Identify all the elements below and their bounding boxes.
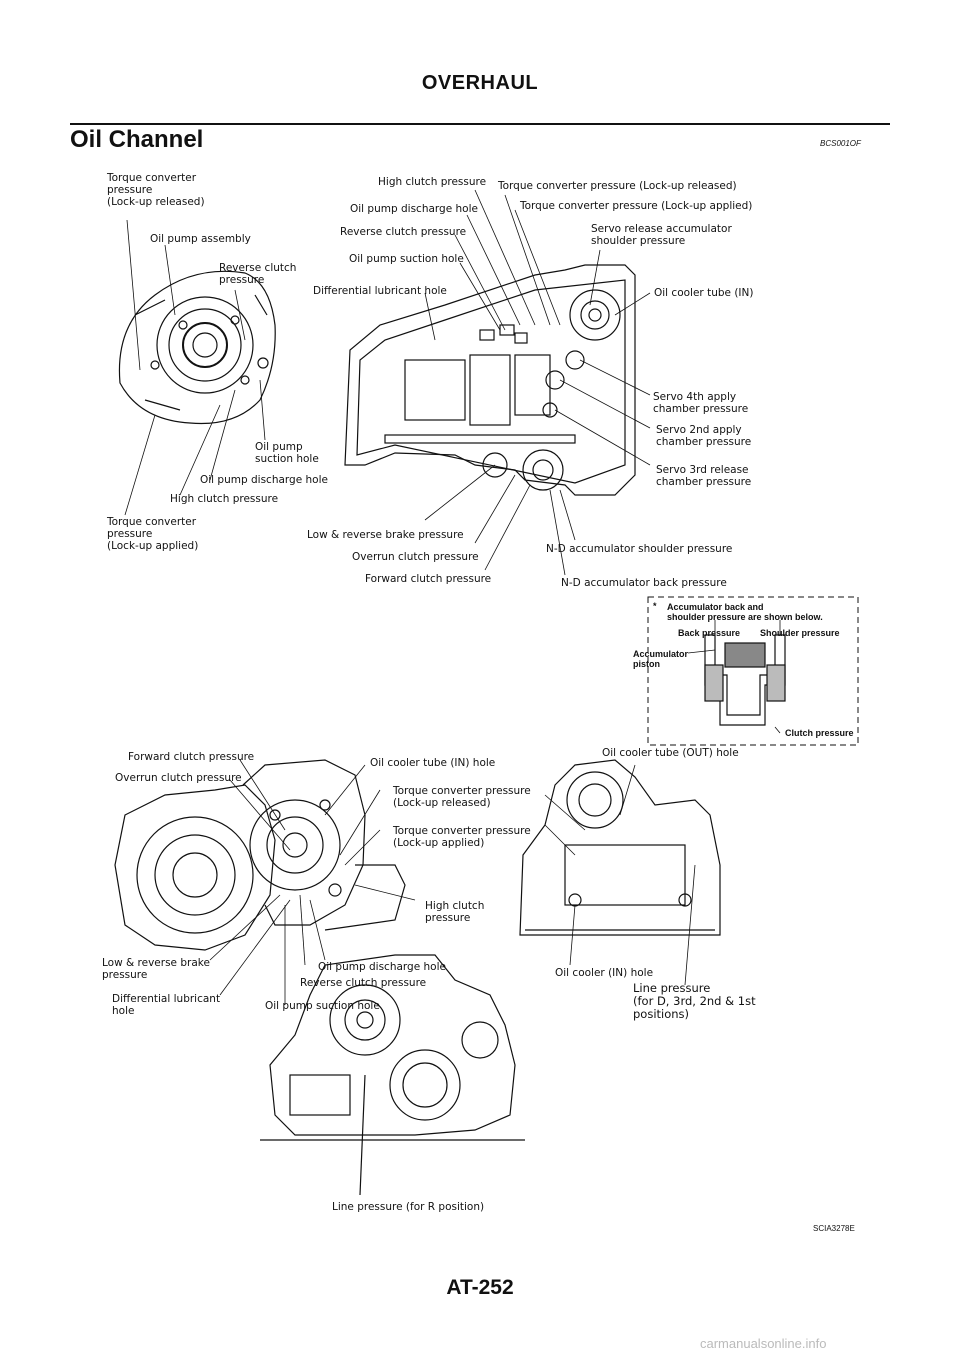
accumulator-inset <box>647 596 859 746</box>
label-reverse-clutch-right: Reverse clutch pressure <box>340 226 467 238</box>
label-oil-pump-suction-fig2: Oil pump suction hole <box>265 1000 380 1012</box>
label-forward-clutch-fig2: Forward clutch pressure <box>128 751 255 763</box>
label-nd-shoulder: N-D accumulator shoulder pressure <box>546 543 733 555</box>
oil-pump-drawing <box>118 270 276 425</box>
label-high-clutch-fig2: High clutch pressure <box>425 900 485 924</box>
label-tc-applied-fig2: Torque converter pressure (Lock-up appli… <box>393 825 531 849</box>
label-oil-pump-suction-right: Oil pump suction hole <box>349 253 464 265</box>
inset-clutch-pressure: Clutch pressure <box>785 728 854 738</box>
side-case-drawing <box>519 759 721 936</box>
label-oil-cooler-in-hole-right: Oil cooler (IN) hole <box>555 967 654 979</box>
label-tc-released-fig2: Torque converter pressure (Lock-up relea… <box>393 785 531 809</box>
label-nd-back: N-D accumulator back pressure <box>561 577 727 589</box>
section-title: Oil Channel <box>70 126 204 153</box>
oil-channel-illustration <box>114 189 859 1196</box>
watermark: carmanualsonline.info <box>700 1336 827 1351</box>
case-bottom-drawing <box>260 954 525 1196</box>
section-code: BCS001OF <box>820 139 861 148</box>
leader-lines-left <box>124 219 266 516</box>
label-tc-released-right: Torque converter pressure (Lock-up relea… <box>498 180 737 192</box>
page-header: OVERHAUL <box>421 72 539 94</box>
label-tc-released-left: Torque converter pressure (Lock-up relea… <box>107 172 205 208</box>
inset-shoulder-pressure: Shoulder pressure <box>760 628 840 638</box>
leader-lines-fig2-left <box>209 759 416 1005</box>
label-oil-pump-discharge-left: Oil pump discharge hole <box>200 474 328 486</box>
transmission-case-drawing <box>344 264 636 496</box>
label-servo-4th: Servo 4th apply chamber pressure <box>653 391 749 415</box>
header-rule <box>70 123 890 125</box>
label-servo-3rd: Servo 3rd release chamber pressure <box>656 464 752 488</box>
label-reverse-clutch-fig2: Reverse clutch pressure <box>300 977 427 989</box>
converter-housing-drawing <box>114 759 406 951</box>
inset-accumulator-piston: Accumulator piston <box>633 649 689 669</box>
label-line-pressure-drive: Line pressure (for D, 3rd, 2nd & 1st pos… <box>633 981 756 1021</box>
label-oil-pump-assembly: Oil pump assembly <box>150 233 251 245</box>
label-overrun-clutch-right: Overrun clutch pressure <box>352 551 479 563</box>
oil-channel-figure: Torque converter pressure (Lock-up relea… <box>95 165 875 1235</box>
label-oil-cooler-tube-in: Oil cooler tube (IN) <box>654 287 754 299</box>
leader-lines-fig2-right <box>544 764 696 986</box>
inset-back-pressure: Back pressure <box>678 628 741 638</box>
label-tc-applied-left: Torque converter pressure (Lock-up appli… <box>107 516 199 552</box>
leader-lines-right <box>424 189 651 576</box>
label-oil-pump-discharge-fig2: Oil pump discharge hole <box>318 961 446 973</box>
label-servo-2nd: Servo 2nd apply chamber pressure <box>656 424 752 448</box>
label-oil-pump-discharge-right: Oil pump discharge hole <box>350 203 478 215</box>
label-oil-cooler-out-hole: Oil cooler tube (OUT) hole <box>602 747 739 759</box>
label-servo-release: Servo release accumulator shoulder press… <box>591 223 732 247</box>
label-differential-lubricant-fig2: Differential lubricant hole <box>112 993 221 1017</box>
figure-code: SCIA3278E <box>813 1224 855 1233</box>
label-line-pressure-reverse: Line pressure (for R position) <box>332 1201 485 1213</box>
label-overrun-clutch-fig2: Overrun clutch pressure <box>115 772 242 784</box>
label-oil-cooler-in-hole: Oil cooler tube (IN) hole <box>370 757 496 769</box>
label-reverse-clutch-left: Reverse clutch pressure <box>219 262 297 286</box>
inset-asterisk: * <box>653 601 657 611</box>
inset-note: Accumulator back and shoulder pressure a… <box>667 602 823 622</box>
label-differential-lubricant-right: Differential lubricant hole <box>313 285 447 297</box>
label-low-reverse-right: Low & reverse brake pressure <box>307 529 464 541</box>
label-high-clutch-right: High clutch pressure <box>378 176 487 188</box>
label-high-clutch-left: High clutch pressure <box>170 493 279 505</box>
label-tc-applied-right: Torque converter pressure (Lock-up appli… <box>520 200 753 212</box>
label-oil-pump-suction-left: Oil pump suction hole <box>255 441 319 465</box>
label-low-reverse-fig2: Low & reverse brake pressure <box>102 957 210 981</box>
label-forward-clutch-right: Forward clutch pressure <box>365 573 492 585</box>
page-number: AT-252 <box>446 1276 514 1299</box>
